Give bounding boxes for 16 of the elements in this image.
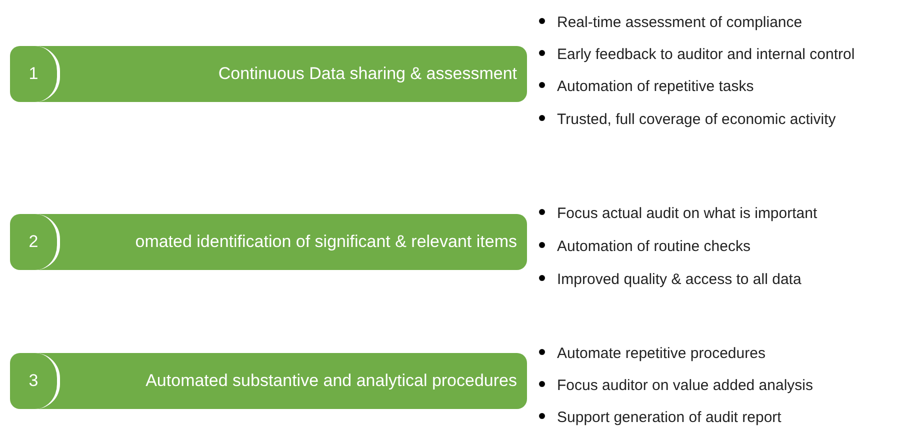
- bullet-text: Automate repetitive procedures: [557, 344, 766, 364]
- bar-label: omated identification of significant & relevant items: [135, 231, 517, 253]
- bullet-text: Trusted, full coverage of economic activity: [557, 110, 836, 130]
- bullet-text: Real-time assessment of compliance: [557, 13, 802, 33]
- bullet-text: Automation of routine checks: [557, 237, 750, 257]
- bar-label: Automated substantive and analytical procedures: [146, 370, 517, 392]
- process-bar: [10, 353, 527, 409]
- bullet-text: Support generation of audit report: [557, 408, 782, 428]
- bullet-text: Focus auditor on value added analysis: [557, 376, 813, 396]
- bullet-text: Focus actual audit on what is important: [557, 204, 818, 224]
- process-bar: [10, 214, 527, 270]
- bar-label: Continuous Data sharing & assessment: [218, 63, 517, 85]
- process-bar: [10, 46, 527, 102]
- bullet-text: Early feedback to auditor and internal control: [557, 45, 855, 65]
- bullet-text: Improved quality & access to all data: [557, 270, 802, 290]
- bullet-text: Automation of repetitive tasks: [557, 77, 754, 97]
